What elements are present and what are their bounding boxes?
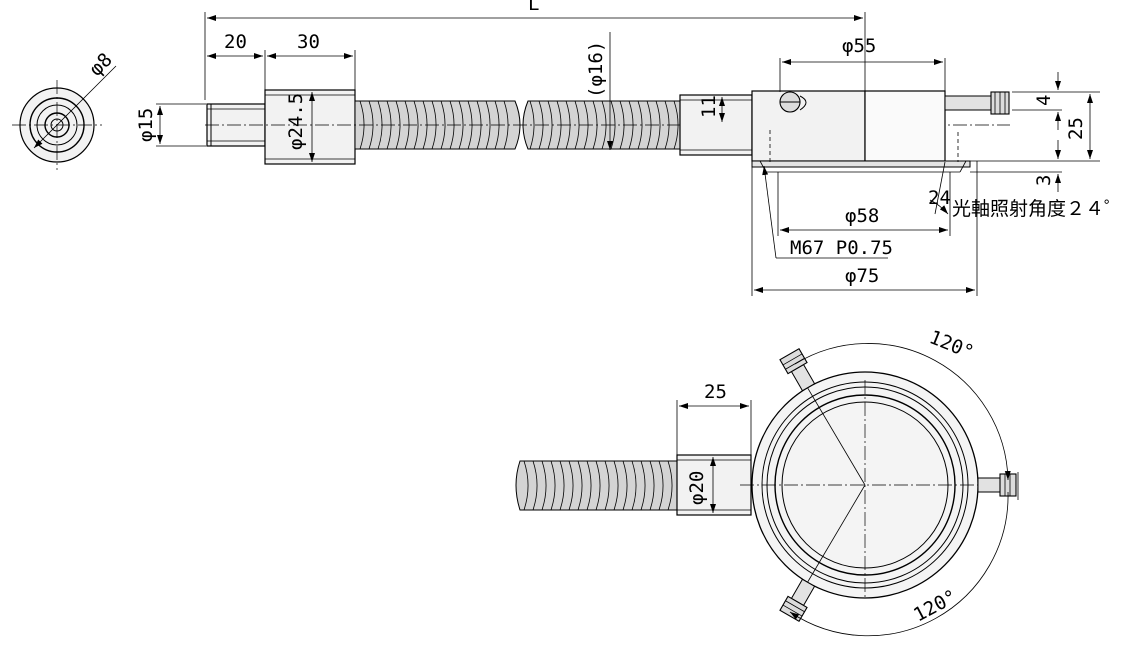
dim-phi55: φ55 [842,35,876,57]
coil-rib [622,460,628,511]
side-view: L 20 30 φ15 φ24.5 (φ16) [135,0,1123,296]
dim-25-height: 25 [1065,117,1087,140]
coil-rib [559,460,565,511]
axis-angle-note: 光軸照射角度２４゜ [952,198,1123,220]
coil-rib [577,460,583,511]
coil-rib [532,460,538,511]
coil-rib [604,460,610,511]
dim-phi20: φ20 [686,471,708,505]
dim-11: 11 [698,95,720,118]
coil-rib [649,460,655,511]
dim-phi24-5: φ24.5 [285,93,307,150]
dim-phi8: φ8 [85,49,117,81]
coil-rib [595,460,601,511]
coil-rib [523,460,529,511]
end-view: φ8 [12,49,117,170]
coil-rib [395,100,401,150]
coil-rib [458,100,464,150]
coil-rib [485,100,491,150]
coil-rib [655,100,661,150]
dim-angle-120-bottom: 120° [910,586,961,627]
dim-phi75: φ75 [845,265,879,287]
coil-rib [613,460,619,511]
dim-20: 20 [224,31,247,53]
coil-rib [667,460,673,511]
coil-rib [568,460,574,511]
dim-phi58: φ58 [845,205,879,227]
coil-rib [637,100,643,150]
screw-top [779,347,816,392]
top-view: φ20 25 [515,326,1019,637]
dim-thread: M67 P0.75 [790,237,893,259]
dim-4: 4 [1033,95,1055,106]
dim-3: 3 [1033,175,1055,186]
coil-rib [529,100,535,150]
dim-phi15: φ15 [135,108,157,142]
coil-rib [440,100,446,150]
dim-phi16: (φ16) [585,41,607,98]
coil-rib [658,460,664,511]
coil-rib [631,460,637,511]
coil-rib [586,460,592,511]
coil-rib [550,460,556,511]
dim-length-L: L [528,0,539,15]
dim-angle-120-top: 120° [926,326,977,364]
dim-30: 30 [297,31,320,53]
coil-rib [413,100,419,150]
coil-rib [368,100,374,150]
dim-angle-24: 24 [928,187,951,209]
coil-rib [640,460,646,511]
coil-rib [541,460,547,511]
screw-right [977,473,1017,497]
dim-25-width: 25 [704,381,727,403]
screw-bottom [779,578,816,623]
